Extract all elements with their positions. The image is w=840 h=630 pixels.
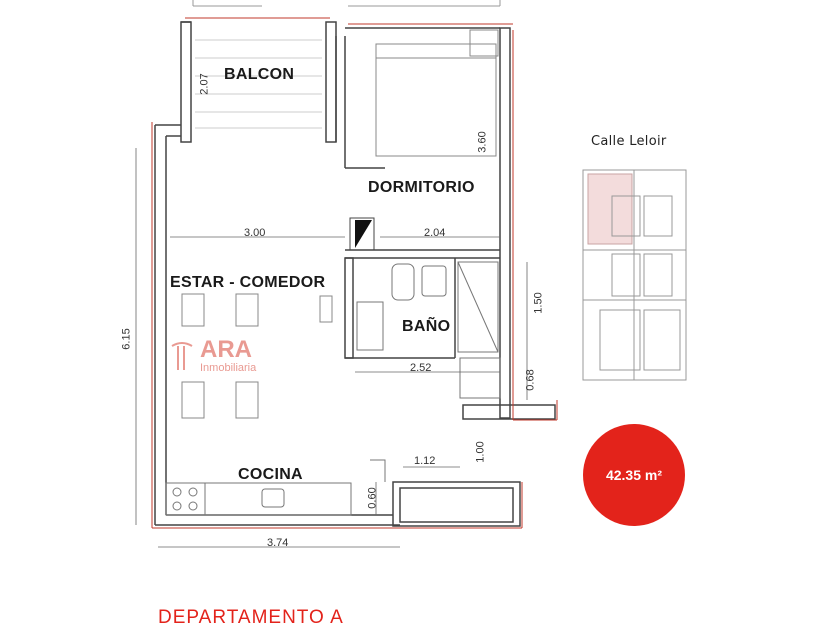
red-outline — [151, 17, 558, 529]
dim-bath-height: 1.50 — [532, 292, 545, 314]
unit-title: DEPARTAMENTO A — [158, 607, 344, 628]
dining-chairs — [181, 293, 333, 419]
dimension-lines — [135, 148, 528, 548]
building-icon — [171, 342, 193, 370]
room-label-bedroom: DORMITORIO — [368, 179, 475, 196]
dim-balcony-depth: 2.07 — [198, 73, 211, 95]
top-railing — [192, 0, 501, 7]
balcony-rail — [195, 39, 322, 129]
shaft-marker — [355, 220, 372, 248]
dim-counter-depth: 0.60 — [366, 487, 379, 509]
room-label-balcony: BALCON — [224, 66, 295, 83]
dim-hall-small: 0.68 — [524, 369, 537, 391]
dim-kitchen-right: 1.12 — [414, 455, 436, 467]
bed — [375, 29, 499, 157]
room-label-bathroom: BAÑO — [402, 318, 451, 335]
dim-living-width: 3.00 — [244, 227, 266, 239]
dim-bedroom-length: 3.60 — [476, 131, 489, 153]
kitchen-counter — [165, 459, 386, 516]
brand-name: ARA — [200, 336, 252, 363]
street-label: Calle Leloir — [591, 134, 667, 149]
dim-bedroom-width: 2.04 — [424, 227, 446, 239]
room-label-living: ESTAR - COMEDOR — [170, 274, 326, 291]
area-value: 42.35 m² — [605, 467, 663, 483]
brand-tagline: Inmobiliaria — [200, 362, 257, 374]
dim-kitchen-right-height: 1.00 — [474, 441, 487, 463]
dim-bath-width: 2.52 — [410, 362, 432, 374]
room-label-kitchen: COCINA — [238, 466, 303, 483]
site-plan — [582, 169, 687, 381]
bath-fixtures — [356, 261, 501, 399]
dim-total-depth: 6.15 — [120, 328, 133, 350]
area-badge: 42.35 m² — [583, 424, 685, 526]
dim-total-width: 3.74 — [267, 537, 289, 549]
brand-logo: ARA Inmobiliaria — [170, 336, 277, 376]
